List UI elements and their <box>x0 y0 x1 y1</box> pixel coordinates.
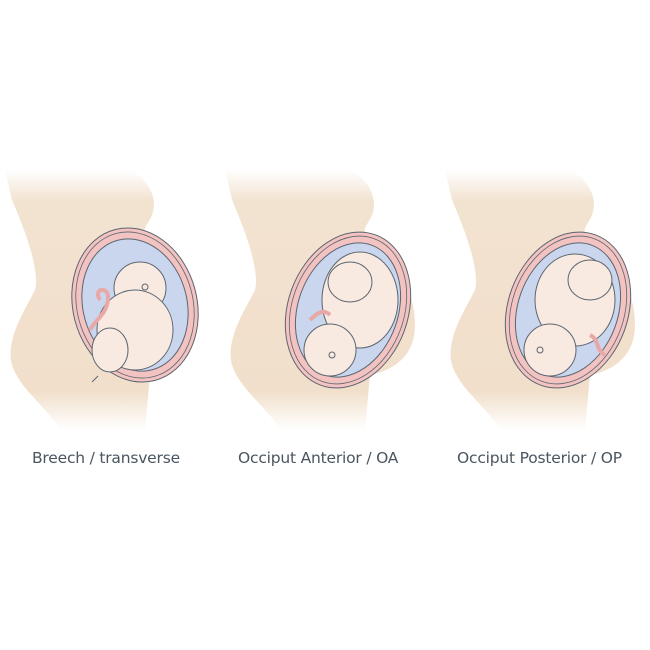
figure-occiput-posterior <box>440 170 650 430</box>
caption-occiput-anterior: Occiput Anterior / OA <box>238 449 399 467</box>
breech-illustration <box>5 170 199 430</box>
caption-occiput-posterior: Occiput Posterior / OP <box>457 449 622 467</box>
op-illustration <box>445 170 635 430</box>
fetus-oa <box>303 251 399 377</box>
caption-breech: Breech / transverse <box>32 449 180 467</box>
umbilical-cord <box>88 287 111 332</box>
fetus-breech <box>91 261 174 373</box>
umbilical-cord <box>588 333 607 357</box>
fetus-op <box>523 253 616 377</box>
figure-breech <box>0 170 220 430</box>
oa-illustration <box>225 170 415 430</box>
figure-occiput-anterior <box>220 170 440 430</box>
umbilical-cord <box>308 309 332 322</box>
